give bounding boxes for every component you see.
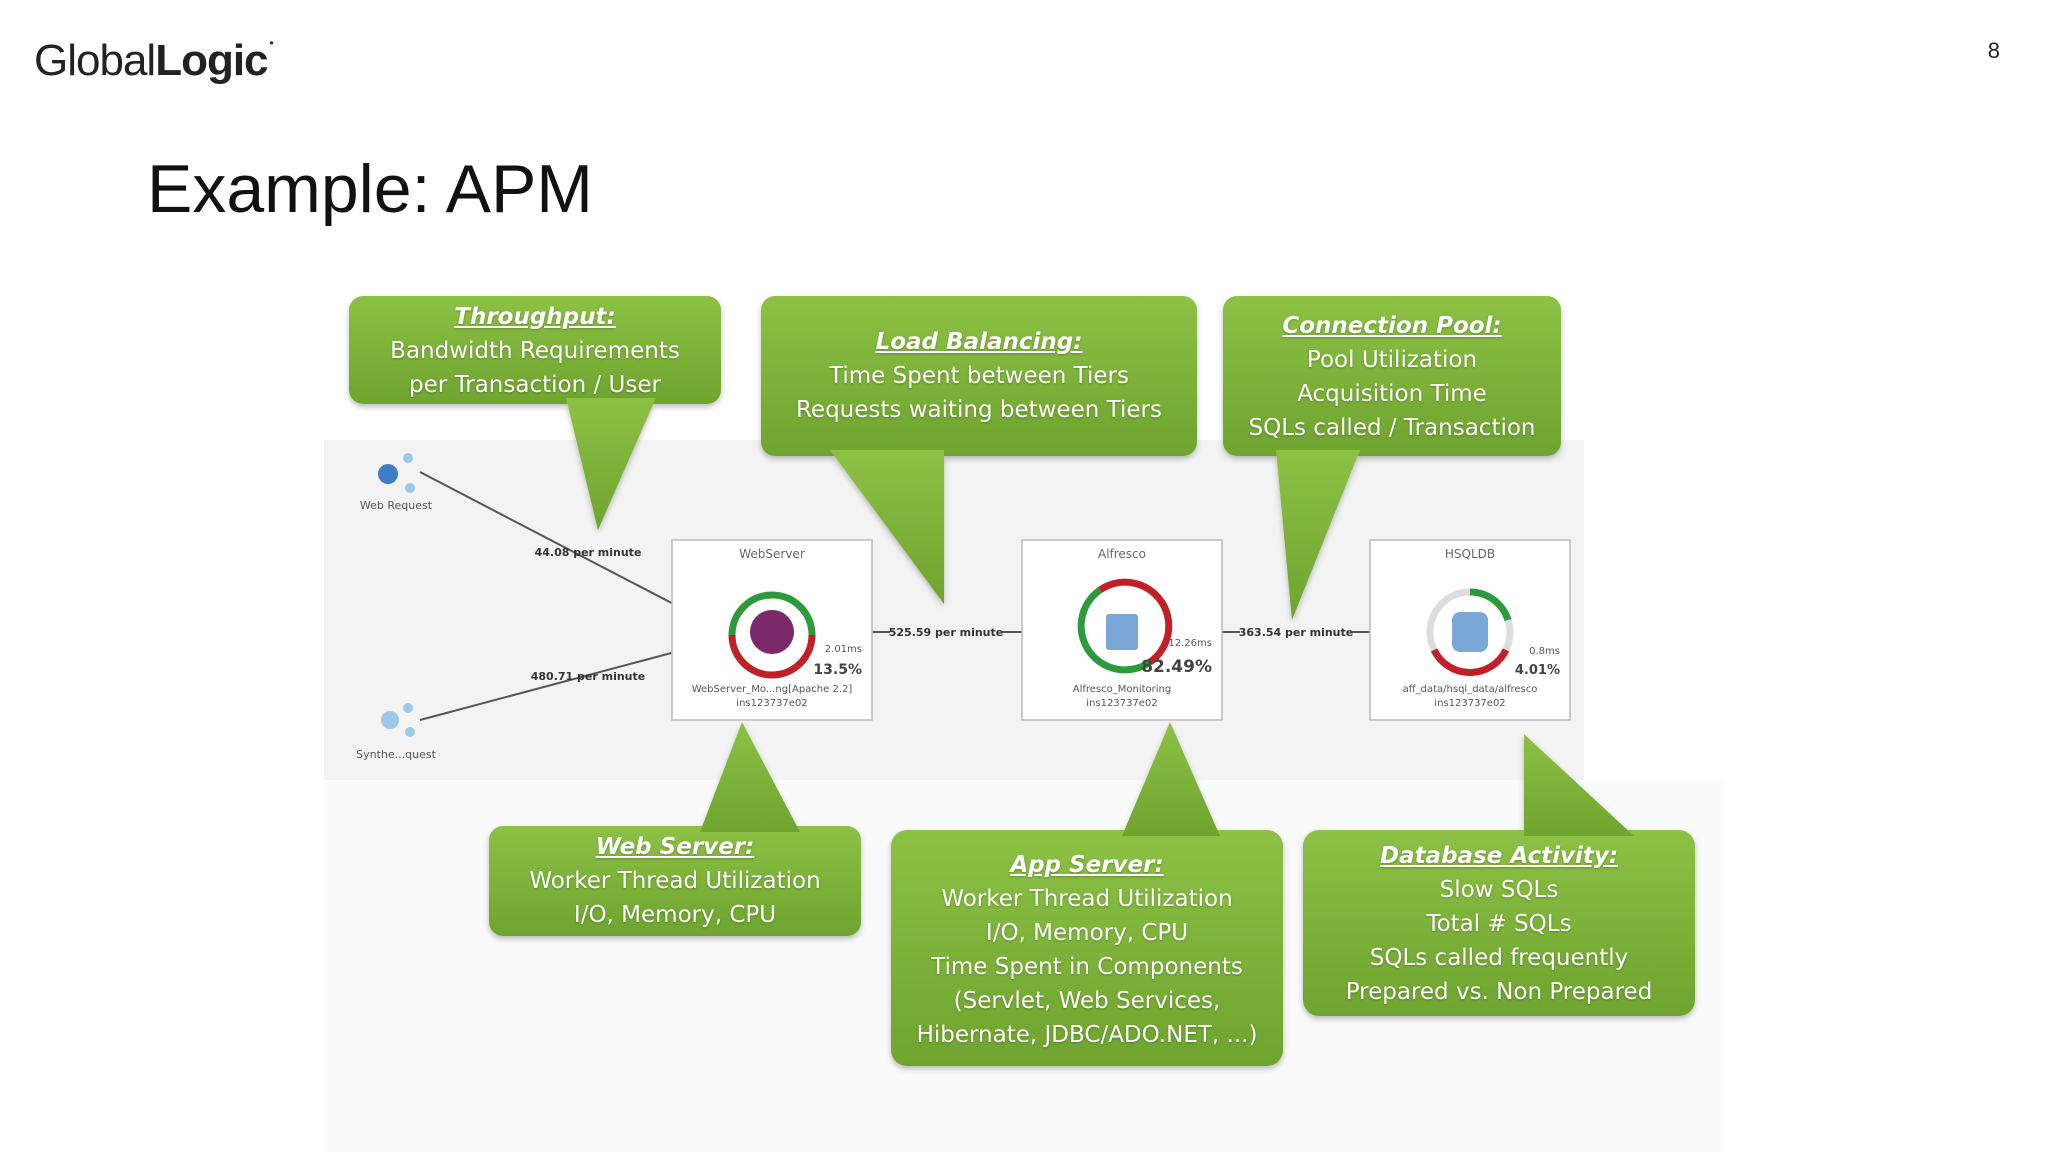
tier-alfresco-ring-red <box>1098 578 1173 665</box>
globe-icon-node-a <box>403 453 413 463</box>
synthetic-request-node: Synthe...quest <box>356 703 437 761</box>
callout-app-server-bg <box>891 830 1283 1066</box>
synthetic-request-rate: 480.71 per minute <box>531 670 645 683</box>
logo-mark: • <box>269 36 274 50</box>
callout-shapes <box>349 296 1695 1066</box>
agents-icon-node-a <box>403 703 413 713</box>
callout-app-server-line: Hibernate, JDBC/ADO.NET, ...) <box>916 1022 1258 1048</box>
callout-throughput-pointer <box>566 398 656 530</box>
feather-icon <box>750 610 794 654</box>
callout-connection-pool-line: Acquisition Time <box>1297 381 1487 407</box>
tier-webserver-time: 2.01ms <box>825 644 862 655</box>
link-rate-2-bg <box>1240 624 1352 640</box>
callout-load-balancing-bg <box>761 296 1197 456</box>
tier-alfresco-detail1: Alfresco_Monitoring <box>1073 684 1172 695</box>
callout-app-server-pointer <box>1122 722 1220 836</box>
tier-alfresco-ring-green <box>1077 587 1152 674</box>
tier-hsqldb-time: 0.8ms <box>1529 646 1560 657</box>
tier-webserver-detail1: WebServer_Mo...ng[Apache 2.2] <box>692 684 853 695</box>
tier-webserver-percent: 13.5% <box>813 662 862 678</box>
callout-connection-pool: Connection Pool: Pool Utilization Acquis… <box>1223 309 1561 445</box>
agents-icon <box>381 711 399 729</box>
tier-alfresco: Alfresco 12.26ms 82.49% Alfresco_Monitor… <box>1021 539 1223 721</box>
callout-web-server: Web Server: Worker Thread Utilization I/… <box>489 830 861 932</box>
callout-web-server-bg <box>489 826 861 936</box>
callout-connection-pool-pointer <box>1276 450 1360 620</box>
callout-web-server-line: Worker Thread Utilization <box>529 868 821 894</box>
app-server-icon <box>1106 614 1138 650</box>
tier-alfresco-percent: 82.49% <box>1141 657 1212 677</box>
callout-load-balancing-pointer <box>830 450 944 604</box>
web-request-label: Web Request <box>360 499 433 512</box>
callout-database-activity-line: Slow SQLs <box>1439 877 1559 903</box>
callout-app-server-line: Worker Thread Utilization <box>941 886 1233 912</box>
callout-connection-pool-line: Pool Utilization <box>1306 347 1478 373</box>
callout-database-activity-line: SQLs called frequently <box>1369 945 1629 971</box>
tier-hsqldb-name: HSQLDB <box>1445 547 1495 561</box>
tier-webserver-ring-green <box>728 591 816 636</box>
link-rate-1-bg <box>890 624 1002 640</box>
tier-alfresco-name: Alfresco <box>1098 547 1146 561</box>
callout-app-server: App Server: Worker Thread Utilization I/… <box>891 848 1283 1052</box>
tier-webserver-name: WebServer <box>739 547 805 561</box>
callout-throughput-bg <box>349 296 721 404</box>
tier-webserver: WebServer 2.01ms 13.5% WebServer_Mo...ng… <box>671 539 873 721</box>
tier-hsqldb-ring-green <box>1469 588 1512 622</box>
tier-hsqldb-ring-red <box>1430 648 1510 676</box>
tier-alfresco-detail2: ins123737e02 <box>1086 698 1157 709</box>
callout-database-activity-pointer <box>1524 734 1634 836</box>
callout-load-balancing-heading: Load Balancing: <box>875 329 1083 355</box>
callout-app-server-heading: App Server: <box>1010 852 1164 878</box>
callout-connection-pool-line: SQLs called / Transaction <box>1248 415 1536 441</box>
callout-load-balancing-line: Time Spent between Tiers <box>829 363 1129 389</box>
callout-database-activity-line: Total # SQLs <box>1426 911 1572 937</box>
callout-throughput-heading: Throughput: <box>454 304 616 330</box>
logo-text-regular: Global <box>34 36 156 85</box>
callout-throughput: Throughput: Bandwidth Requirements per T… <box>349 300 721 402</box>
callout-load-balancing: Load Balancing: Time Spent between Tiers… <box>761 325 1197 427</box>
callout-connection-pool-bg <box>1223 296 1561 456</box>
globallogic-logo: GlobalLogic• <box>34 36 274 86</box>
callout-database-activity-bg <box>1303 830 1695 1016</box>
globe-icon-node-b <box>405 483 415 493</box>
database-icon <box>1452 612 1488 652</box>
web-request-node: Web Request <box>360 453 433 512</box>
tier-webserver-detail2: ins123737e02 <box>736 698 807 709</box>
callout-web-server-line: I/O, Memory, CPU <box>573 902 777 928</box>
link-rate-2: 363.54 per minute <box>1239 626 1353 639</box>
tier-hsqldb-detail2: ins123737e02 <box>1434 698 1505 709</box>
callout-web-server-pointer <box>700 722 800 832</box>
callout-database-activity-line: Prepared vs. Non Prepared <box>1345 979 1653 1005</box>
callout-load-balancing-line: Requests waiting between Tiers <box>795 397 1162 423</box>
callout-app-server-line: Time Spent in Components <box>931 954 1243 980</box>
callout-connection-pool-heading: Connection Pool: <box>1282 313 1502 339</box>
logo-text-bold: Logic <box>155 36 268 85</box>
callout-database-activity: Database Activity: Slow SQLs Total # SQL… <box>1303 839 1695 1009</box>
slide-title: Example: APM <box>147 151 593 227</box>
page-number: 8 <box>1987 38 2000 63</box>
agents-icon-node-b <box>405 727 415 737</box>
callout-app-server-line: (Servlet, Web Services, <box>953 988 1221 1014</box>
tier-webserver-ring-red <box>728 634 816 679</box>
tier-hsqldb-detail1: aff_data/hsql_data/alfresco <box>1403 684 1538 695</box>
callout-throughput-line: Bandwidth Requirements <box>390 338 680 364</box>
callout-app-server-line: I/O, Memory, CPU <box>985 920 1189 946</box>
callout-database-activity-heading: Database Activity: <box>1379 843 1619 869</box>
link-rate-1: 525.59 per minute <box>889 626 1003 639</box>
callout-web-server-heading: Web Server: <box>595 834 755 860</box>
globe-icon <box>378 464 398 484</box>
tier-hsqldb: HSQLDB 0.8ms 4.01% aff_data/hsql_data/al… <box>1369 539 1571 721</box>
tier-alfresco-time: 12.26ms <box>1168 638 1212 649</box>
tier-hsqldb-percent: 4.01% <box>1515 663 1560 678</box>
web-request-rate: 44.08 per minute <box>535 546 642 559</box>
synthetic-request-label: Synthe...quest <box>356 748 436 761</box>
callout-throughput-line: per Transaction / User <box>409 372 661 398</box>
